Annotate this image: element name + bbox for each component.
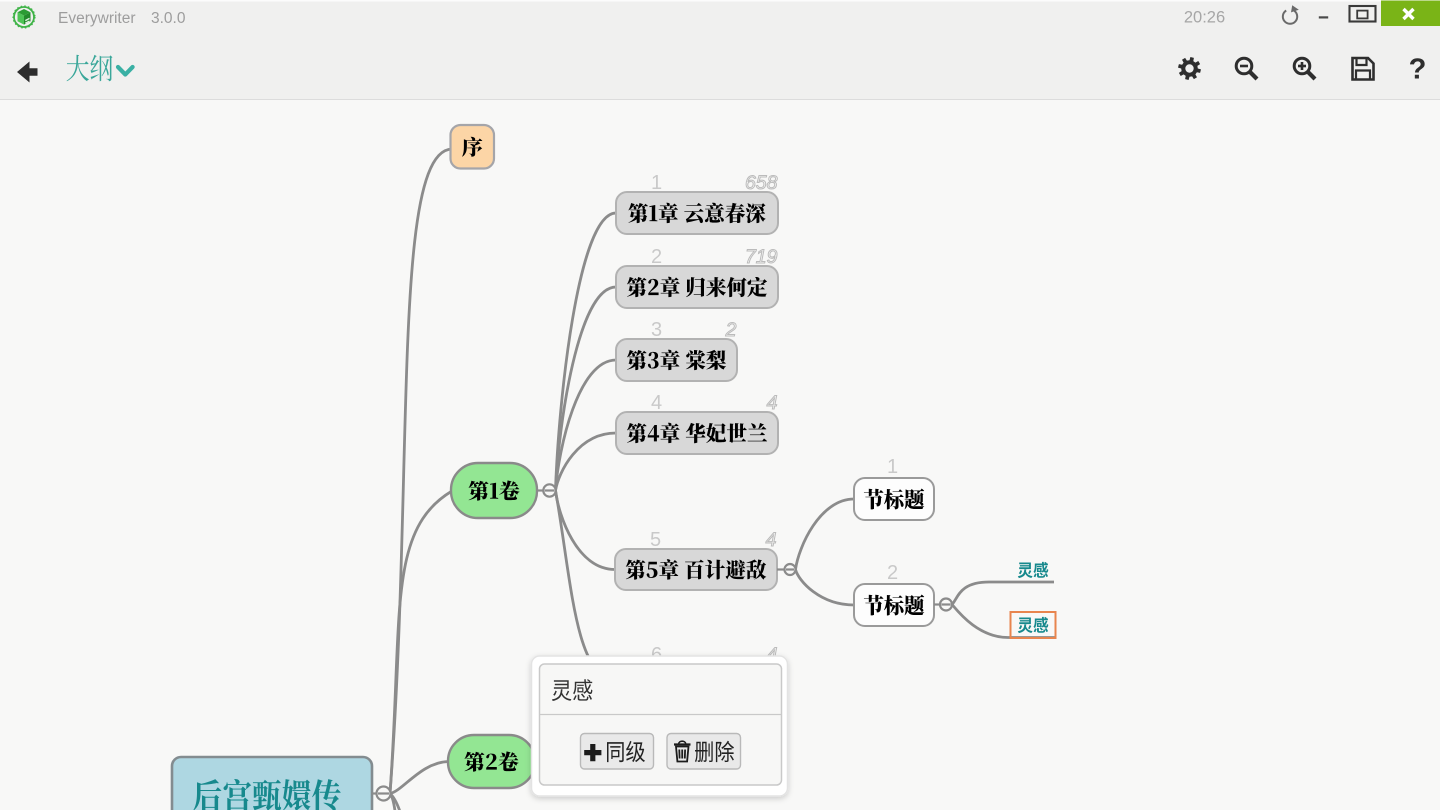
svg-text:6: 6 <box>651 644 662 666</box>
svg-text:Everywriter: Everywriter <box>58 10 136 27</box>
svg-text:4: 4 <box>766 529 777 551</box>
svg-text:2: 2 <box>651 246 662 268</box>
svg-text:658: 658 <box>745 172 778 194</box>
svg-text:3.0.0: 3.0.0 <box>151 10 186 27</box>
svg-text:1: 1 <box>651 172 662 194</box>
svg-text:20:26: 20:26 <box>1184 9 1225 27</box>
svg-text:?: ? <box>1409 54 1427 86</box>
svg-text:2: 2 <box>887 562 898 584</box>
svg-text:719: 719 <box>745 246 778 268</box>
svg-text:4: 4 <box>767 392 778 414</box>
svg-text:2: 2 <box>725 319 737 341</box>
svg-text:4: 4 <box>651 392 662 414</box>
svg-text:3: 3 <box>651 319 662 341</box>
svg-text:1: 1 <box>887 456 898 478</box>
svg-text:5: 5 <box>650 529 661 551</box>
